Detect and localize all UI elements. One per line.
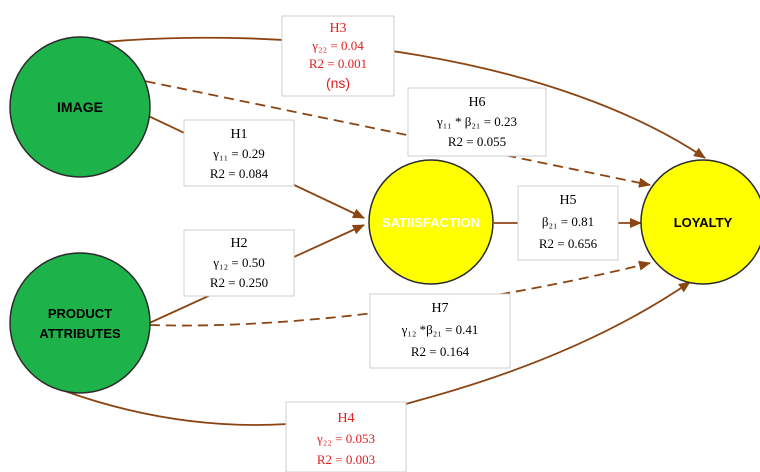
nodes [9, 36, 760, 394]
box-h1 [183, 119, 295, 187]
h4-title: H4 [337, 411, 354, 426]
arrow-h7 [149, 260, 651, 327]
h3-coefficient: γ₂₂ = 0.04 [311, 38, 364, 53]
h5-coefficient: β₂₁ = 0.81 [542, 214, 594, 229]
arrow-h3 [71, 36, 706, 159]
h2-coefficient: γ₁₂ = 0.50 [212, 255, 264, 270]
node-satisfaction [368, 159, 494, 285]
h5-title: H5 [559, 193, 576, 208]
h7-title: H7 [431, 301, 448, 316]
h4-r2: R2 = 0.003 [317, 452, 375, 467]
hypothesis-boxes [183, 15, 619, 472]
node-loyalty [640, 159, 760, 285]
node-loyalty-label: LOYALTY [674, 215, 733, 230]
h2-r2: R2 = 0.250 [210, 275, 268, 290]
h7-r2: R2 = 0.164 [411, 344, 470, 359]
box-h6 [407, 87, 547, 157]
arrow-h4 [61, 281, 691, 426]
node-product-label-line2: ATTRIBUTES [39, 326, 121, 341]
node-product-attributes [9, 252, 151, 394]
node-image-label: IMAGE [57, 99, 103, 115]
h1-r2: R2 = 0.084 [210, 166, 269, 181]
box-h5 [517, 185, 619, 261]
h3-r2: R2 = 0.001 [309, 56, 367, 71]
box-h2 [183, 229, 295, 297]
box-h4 [285, 401, 407, 472]
h4-coefficient: γ₂₂ = 0.053 [316, 431, 375, 446]
node-image [9, 36, 151, 178]
h2-title: H2 [230, 236, 247, 251]
h3-ns: (ns) [326, 75, 350, 91]
box-h7 [369, 293, 511, 369]
h6-title: H6 [468, 95, 485, 110]
h6-coefficient: γ₁₁ * β₂₁ = 0.23 [436, 114, 517, 129]
arrow-h6 [129, 77, 651, 188]
h6-r2: R2 = 0.055 [448, 134, 506, 149]
h7-coefficient: γ₁₂ *β₂₁ = 0.41 [401, 322, 479, 337]
box-h3 [281, 15, 395, 97]
h1-title: H1 [230, 127, 247, 142]
node-satisfaction-label: SATIISFACTION [382, 215, 480, 230]
node-product-label-line1: PRODUCT [48, 306, 112, 321]
h1-coefficient: γ₁₁ = 0.29 [212, 146, 264, 161]
h5-r2: R2 = 0.656 [539, 236, 598, 251]
h3-title: H3 [329, 21, 346, 36]
